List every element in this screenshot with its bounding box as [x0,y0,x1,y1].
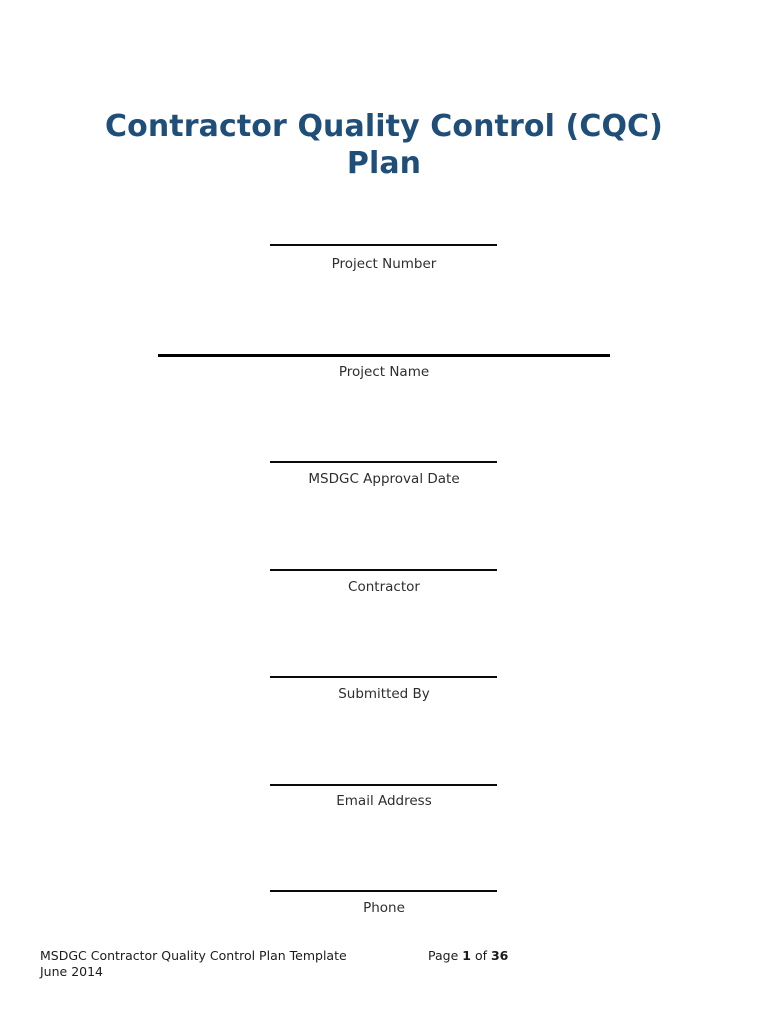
field-label: MSDGC Approval Date [308,471,460,487]
field-rule[interactable] [270,784,497,786]
field-label: Project Number [331,256,437,272]
field-rule[interactable] [270,461,497,463]
field-label: Phone [363,900,405,916]
field-label: Project Name [338,364,430,380]
field-rule[interactable] [158,354,610,357]
page-title-line-2: Plan [346,146,422,182]
footer-page-word: Page [428,948,459,963]
field-label: Submitted By [338,686,430,702]
field-rule[interactable] [270,676,497,678]
field-rule[interactable] [270,890,497,892]
footer-of-word: of [474,948,487,963]
footer-date: June 2014 [40,964,104,979]
field-label: Email Address [336,793,432,809]
page-footer: MSDGC Contractor Quality Control Plan Te… [40,948,728,988]
field-rule[interactable] [270,244,497,246]
page-title-line-1: Contractor Quality Control (CQC) [105,109,663,144]
page-title: Contractor Quality Control (CQC) Plan [86,108,682,182]
footer-template-info: MSDGC Contractor Quality Control Plan Te… [40,948,347,980]
field-rule[interactable] [270,569,497,571]
footer-page-number: Page 1 of 36 [428,948,508,964]
footer-current-page: 1 [462,948,471,963]
field-label: Contractor [348,579,420,595]
footer-template-name: MSDGC Contractor Quality Control Plan Te… [40,948,347,963]
footer-total-pages: 36 [490,948,509,963]
